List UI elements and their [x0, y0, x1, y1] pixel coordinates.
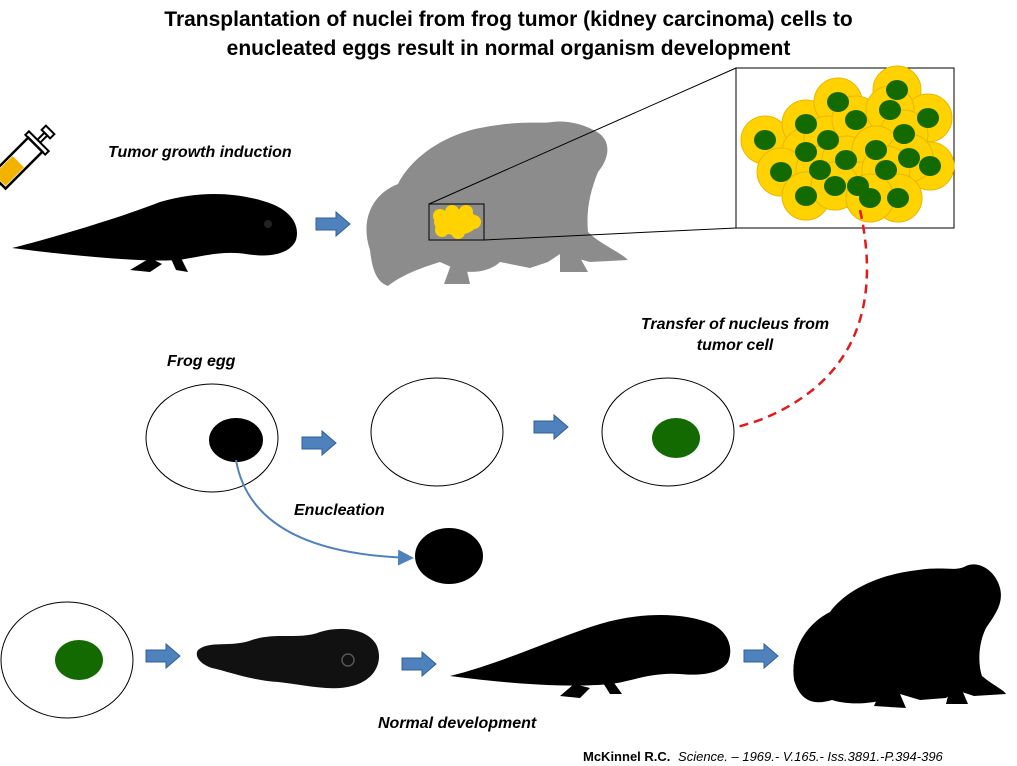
tumor-cell-nucleus: [879, 100, 901, 120]
title-line-1: Transplantation of nuclei from frog tumo…: [164, 8, 853, 31]
tumor-cell-nucleus: [795, 142, 817, 162]
label-transfer-line-2: tumor cell: [696, 337, 774, 354]
egg-nucleus: [209, 418, 263, 462]
title-line-2: enucleated eggs result in normal organis…: [226, 37, 791, 60]
tadpole-with-legs-silhouette: [12, 193, 297, 272]
tumor-cell-nucleus: [845, 110, 867, 130]
tumor-cell-nucleus: [865, 140, 887, 160]
tumor-cell-nucleus: [887, 188, 909, 208]
tumor-cell-nucleus: [875, 160, 897, 180]
tumor-cell-nucleus: [886, 80, 908, 100]
arrow-to-adult-frog-final: [743, 643, 779, 669]
tumor-cells-cluster: [740, 65, 955, 223]
tumor-cell-nucleus: [795, 114, 817, 134]
tumor-mass: [433, 205, 481, 239]
arrow-to-tadpole: [145, 643, 181, 669]
tumor-cell-nucleus: [835, 150, 857, 170]
label-tumor-growth: Tumor growth induction: [108, 144, 292, 161]
zoom-line-bottom: [483, 227, 737, 241]
arrow-to-adult-frog: [315, 211, 351, 237]
tumor-cell-nucleus: [809, 160, 831, 180]
developing-egg-nucleus: [55, 640, 103, 680]
transplanted-tumor-nucleus: [652, 418, 700, 458]
tumor-cell-nucleus: [859, 188, 881, 208]
citation-source: Science. – 1969.- V.165.- Iss.3891.-P.39…: [678, 749, 943, 764]
citation-author: McKinnel R.C.: [583, 749, 671, 764]
label-transfer-line-1: Transfer of nucleus from: [640, 316, 830, 333]
zoom-line-top: [428, 67, 737, 205]
label-frog-egg: Frog egg: [167, 353, 236, 370]
syringe-icon: [0, 124, 56, 191]
tumor-cell-nucleus: [824, 176, 846, 196]
adult-frog-black-silhouette: [793, 564, 1006, 708]
tumor-cell-nucleus: [770, 162, 792, 182]
label-enucleation: Enucleation: [294, 502, 385, 519]
citation: McKinnel R.C. Science. – 1969.- V.165.- …: [583, 749, 943, 764]
tumor-cell-nucleus: [817, 130, 839, 150]
label-normal-development: Normal development: [378, 715, 537, 732]
arrow-to-recipient-egg: [533, 414, 569, 440]
tumor-cell-nucleus: [919, 156, 941, 176]
tumor-cell-nucleus: [898, 148, 920, 168]
tumor-cell-nucleus: [754, 130, 776, 150]
tumor-cell-nucleus: [795, 186, 817, 206]
tumor-cell-nucleus: [893, 124, 915, 144]
tumor-cell-nucleus: [917, 108, 939, 128]
arrow-to-enucleated-egg: [301, 430, 337, 456]
removed-nucleus: [415, 528, 483, 584]
tadpole-with-legs-silhouette-2: [450, 615, 731, 698]
tadpole-silhouette: [196, 628, 379, 689]
nucleus-transfer-arrow: [702, 209, 869, 441]
enucleated-egg: [370, 377, 504, 487]
arrow-to-froglet: [401, 651, 437, 677]
tumor-selection-box: [428, 203, 485, 241]
adult-frog-gray-silhouette: [366, 121, 628, 286]
tumor-cell-nucleus: [827, 92, 849, 112]
enucleation-arrow: [235, 459, 414, 566]
